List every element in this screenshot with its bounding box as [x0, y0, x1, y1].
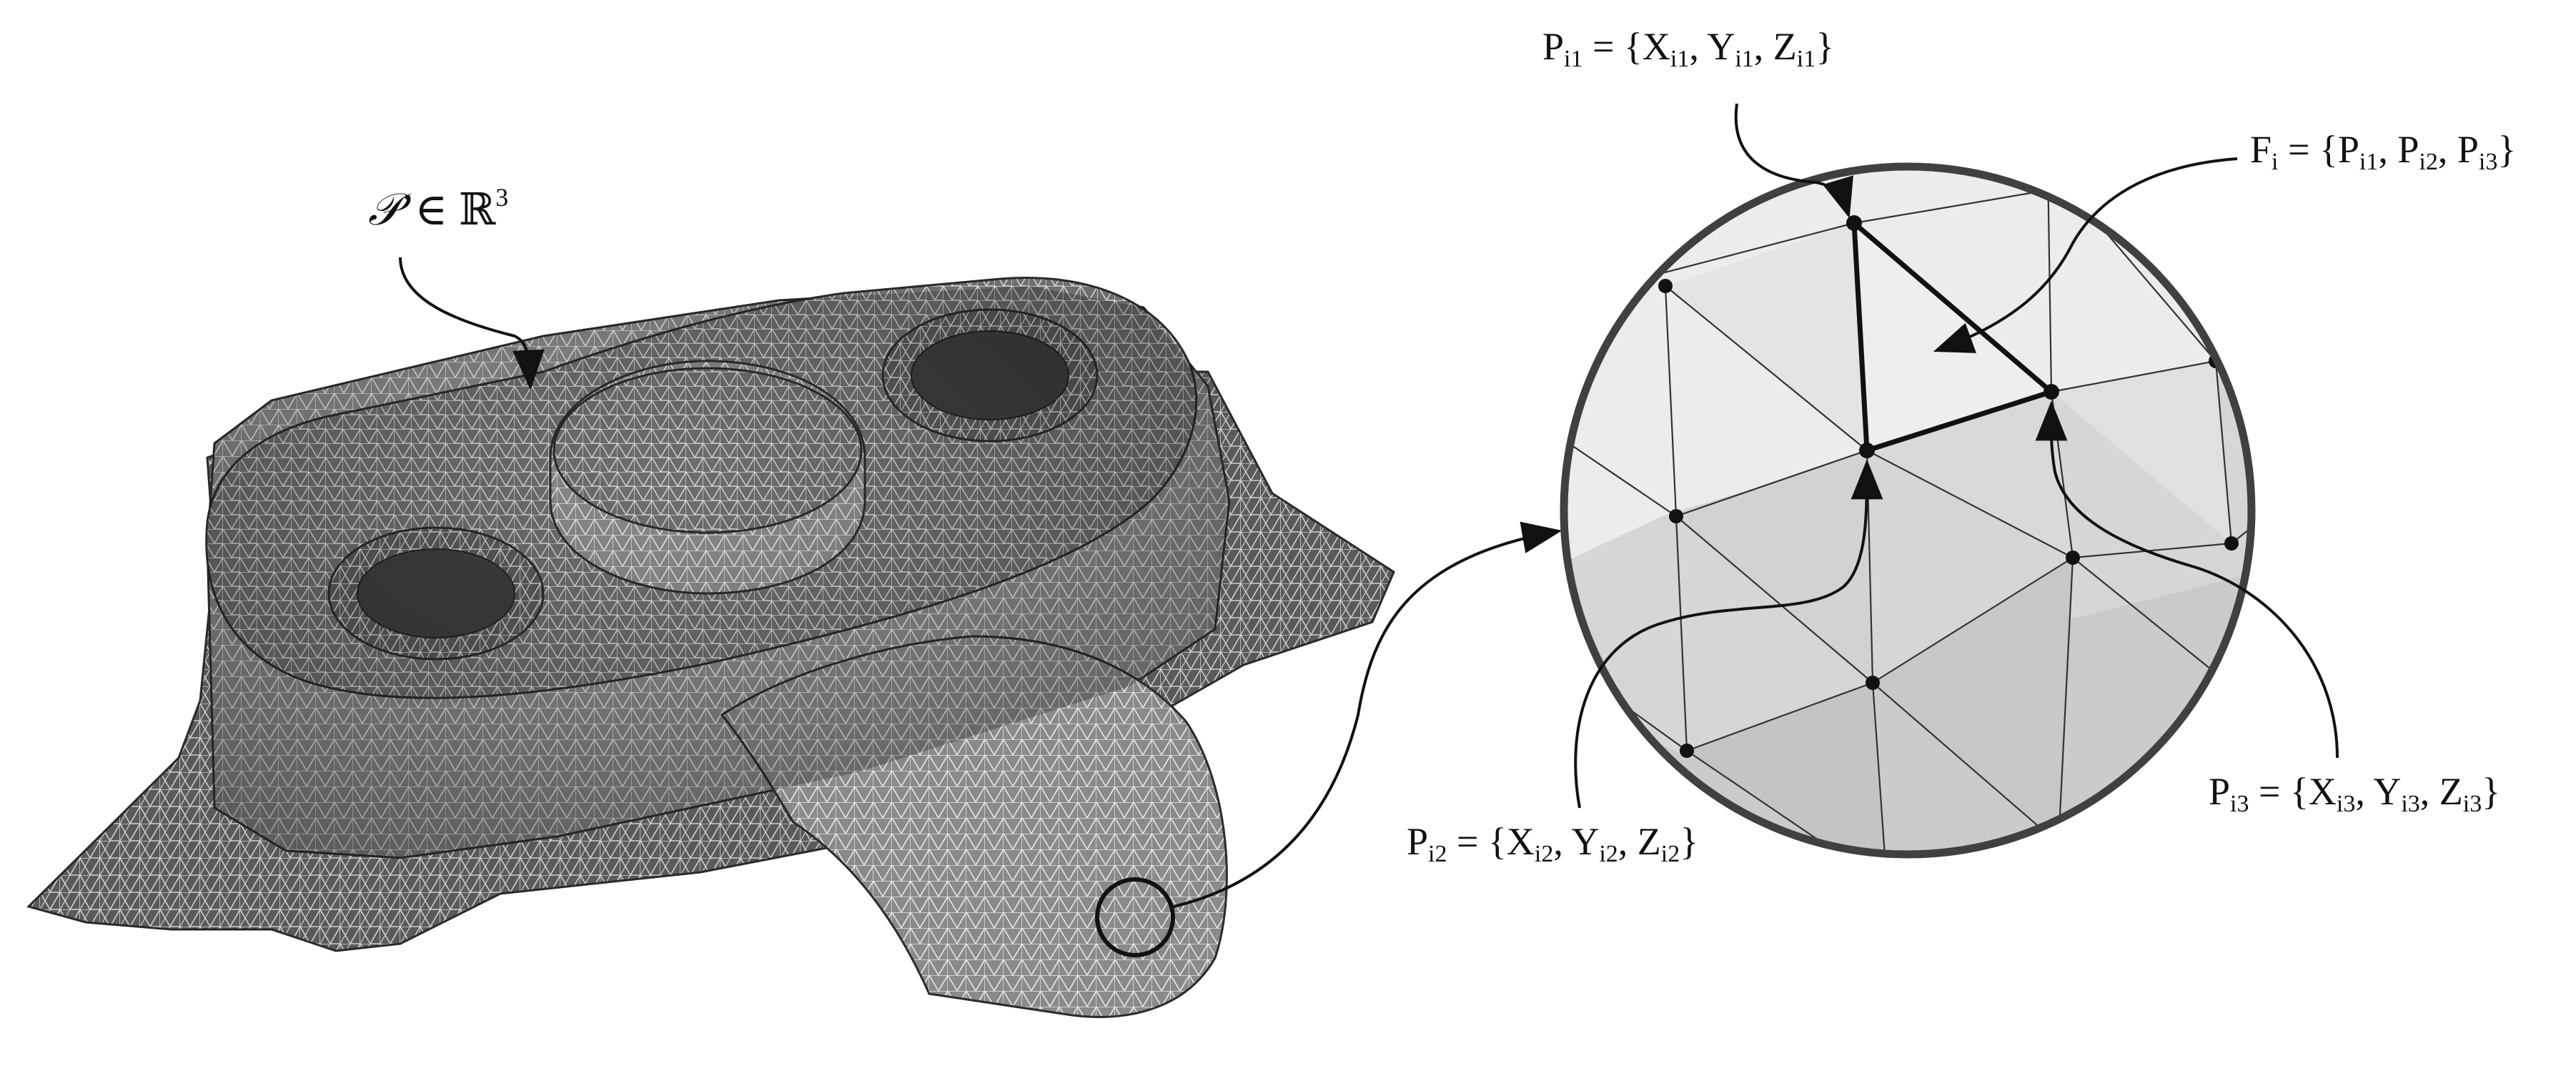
fi-p2: , P — [2378, 128, 2419, 171]
fi-close: } — [2497, 128, 2517, 171]
pi2-z-sub: i2 — [1660, 841, 1680, 867]
pi3-z-sub: i3 — [2462, 791, 2482, 817]
pi2-arrow — [1574, 459, 1883, 809]
fi-f: F — [2250, 128, 2272, 171]
pi3-x: X — [2308, 770, 2337, 813]
pi1-x-sub: i1 — [1670, 46, 1690, 72]
pi1-label: Pi1 = {Xi1, Yi1, Zi1} — [1542, 27, 1834, 71]
pi3-arrow — [2035, 400, 2339, 759]
highlighted-face — [1851, 220, 2054, 453]
pi1-x: X — [1642, 25, 1670, 68]
pi2-close: } — [1680, 820, 1699, 863]
pi1-y-sub: i1 — [1735, 46, 1754, 72]
fi-p3-sub: i3 — [2478, 149, 2498, 175]
pi3-label: Pi3 = {Xi3, Yi3, Zi3} — [2209, 772, 2500, 816]
pi1-z-sub: i1 — [1796, 46, 1816, 72]
pi1-p: P — [1542, 25, 1565, 68]
fi-label: Fi = {Pi1, Pi2, Pi3} — [2250, 130, 2516, 174]
fi-p3: , P — [2437, 128, 2479, 171]
set-symbol: 𝒫 — [368, 186, 400, 235]
fi-arrow — [1933, 157, 2238, 353]
pi1-eq: = { — [1582, 25, 1643, 68]
pi3-y: , Y — [2355, 770, 2402, 813]
fi-sub: i — [2272, 149, 2279, 175]
pi2-p: P — [1407, 820, 1429, 863]
pi2-sub: i2 — [1428, 841, 1447, 867]
pi1-close: } — [1815, 25, 1835, 68]
set-member: ∈ — [415, 186, 448, 235]
zoom-view — [1560, 162, 2256, 859]
fi-p2-sub: i2 — [2419, 149, 2438, 175]
pi2-label: Pi2 = {Xi2, Yi2, Zi2} — [1407, 822, 1698, 867]
pi3-x-sub: i3 — [2336, 791, 2356, 817]
pi3-p: P — [2209, 770, 2231, 813]
pi1-z: , Z — [1753, 25, 1797, 68]
fi-p1-sub: i1 — [2359, 149, 2379, 175]
pi1-arrow — [1734, 103, 1853, 219]
zoom-source-circle — [1095, 877, 1175, 957]
pi2-eq: = { — [1447, 820, 1507, 863]
set-label-arrow — [399, 257, 545, 390]
pi2-z: , Z — [1618, 820, 1661, 863]
set-exponent: 3 — [495, 183, 509, 212]
zoom-leader-line — [1173, 521, 1562, 908]
set-space: ℝ — [458, 186, 496, 235]
set-label: 𝒫’∈ ℝ3 — [368, 184, 508, 232]
set-prime: ’ — [400, 186, 415, 235]
pi2-y: , Y — [1553, 820, 1600, 863]
mesh-part — [26, 277, 1395, 1018]
fi-eq: = { — [2278, 128, 2338, 171]
fi-p1: P — [2337, 128, 2359, 171]
pi2-x: X — [1506, 820, 1535, 863]
pi2-y-sub: i2 — [1599, 841, 1618, 867]
pi2-x-sub: i2 — [1534, 841, 1554, 867]
pi1-y: , Y — [1689, 25, 1735, 68]
pi3-eq: = { — [2249, 770, 2309, 813]
pi1-sub: i1 — [1564, 46, 1583, 72]
pi3-y-sub: i3 — [2401, 791, 2420, 817]
pi3-close: } — [2482, 770, 2501, 813]
zoom-view-outline — [1560, 162, 2256, 859]
pi3-z: , Z — [2419, 770, 2463, 813]
pi3-sub: i3 — [2230, 791, 2249, 817]
